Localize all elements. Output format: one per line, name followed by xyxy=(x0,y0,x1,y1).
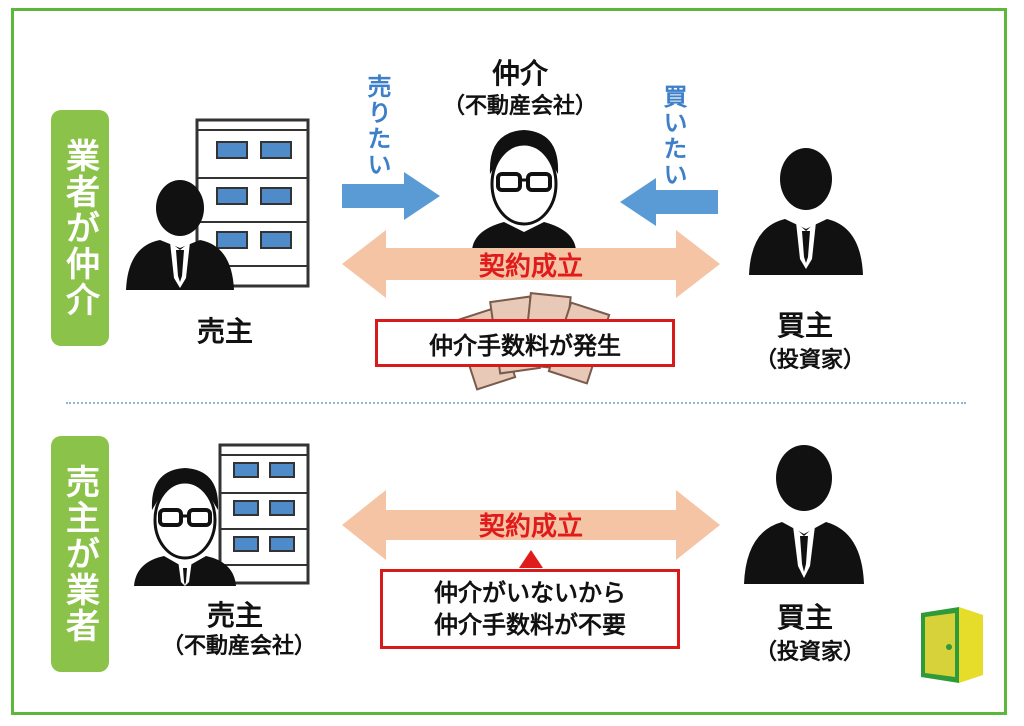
agent-subtitle: （不動産会社） xyxy=(442,94,597,119)
no-fee-box: 仲介がいないから 仲介手数料が不要 xyxy=(380,569,680,649)
buyer-sub-bottom: （投資家） xyxy=(754,640,865,665)
side-tag-bottom: 売主が業者 xyxy=(51,436,109,672)
seller-agent-person-icon xyxy=(134,468,236,586)
agent-title: 仲介 xyxy=(491,57,548,90)
seller-sub-bottom: （不動産会社） xyxy=(161,634,316,659)
buy-arrow-label: 買いたい xyxy=(659,84,687,188)
sell-arrow-icon xyxy=(342,172,440,220)
section-divider xyxy=(66,402,966,404)
outer-frame xyxy=(11,8,1007,715)
buyer-person-icon xyxy=(744,445,864,584)
buyer-sub-top: （投資家） xyxy=(754,348,865,373)
no-fee-line1: 仲介がいないから xyxy=(434,579,626,607)
side-tag-top: 業者が仲介 xyxy=(51,110,109,346)
building-icon xyxy=(218,443,310,585)
agent-person-icon xyxy=(472,130,576,250)
logo-icon xyxy=(921,607,983,683)
person-icon xyxy=(126,180,234,290)
buy-arrow-icon xyxy=(620,178,718,226)
contract-label-bottom: 契約成立 xyxy=(478,512,583,542)
contract-arrow-bottom xyxy=(342,490,720,560)
buyer-label-bottom: 買主 xyxy=(776,601,833,634)
buyer-label-top: 買主 xyxy=(776,309,833,342)
contract-label-top: 契約成立 xyxy=(478,252,583,282)
pointer-triangle xyxy=(519,550,543,568)
seller-label-top: 売主 xyxy=(196,315,253,348)
buyer-person-icon xyxy=(749,148,863,275)
sell-arrow-label: 売りたい xyxy=(363,74,391,178)
contract-arrow-top xyxy=(342,230,720,298)
fee-box: 仲介手数料が発生 xyxy=(375,319,675,367)
seller-label-bottom: 売主 xyxy=(206,599,263,632)
no-fee-line2: 仲介手数料が不要 xyxy=(434,611,626,639)
